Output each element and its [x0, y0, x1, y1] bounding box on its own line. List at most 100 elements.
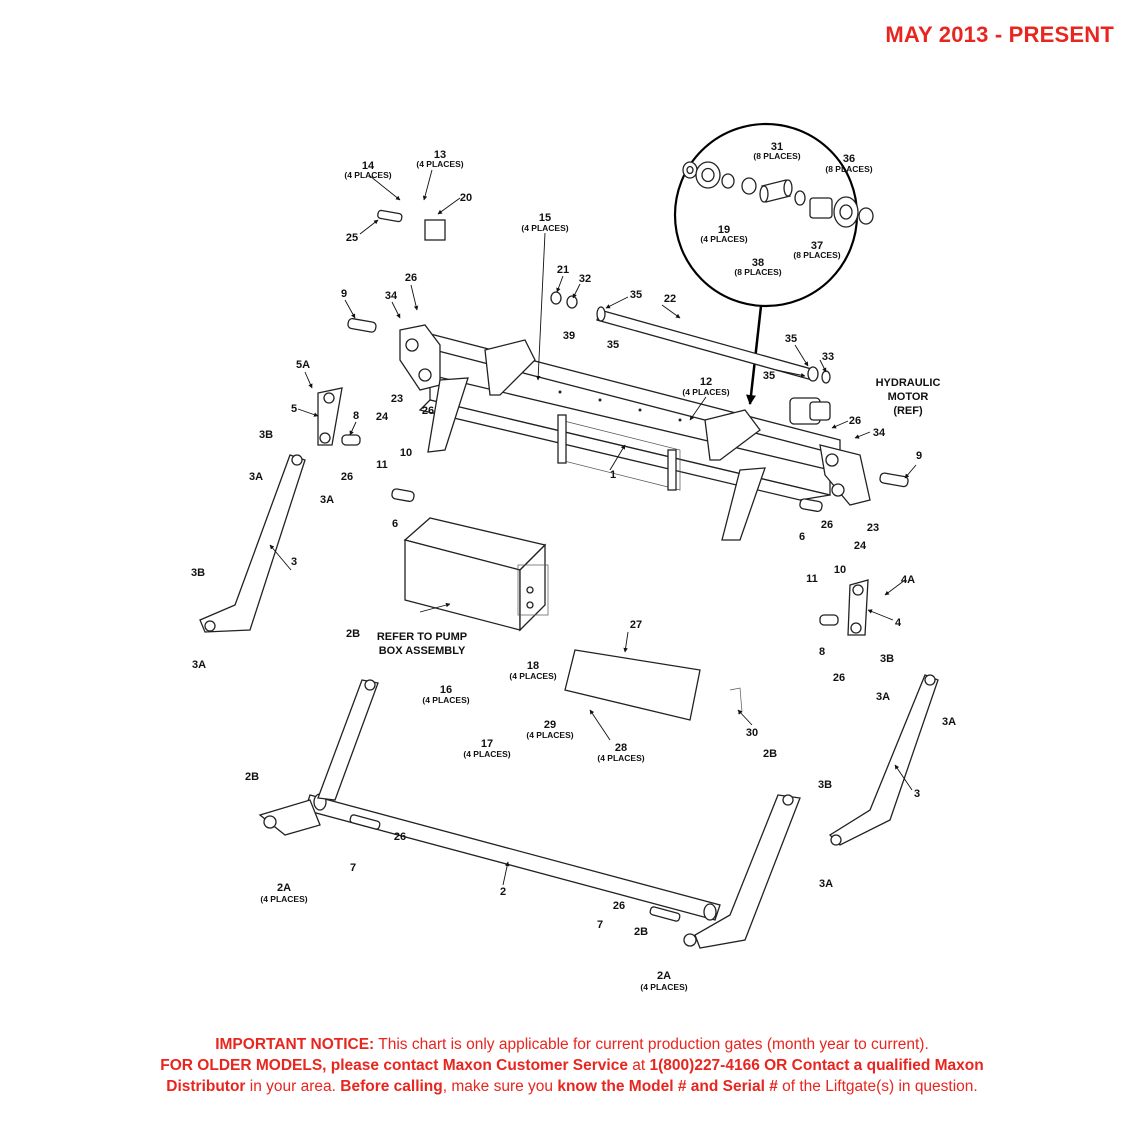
callout-9a: 9	[341, 288, 347, 300]
svg-text:11: 11	[806, 573, 818, 585]
svg-text:3A: 3A	[942, 716, 956, 728]
svg-text:29: 29	[544, 719, 556, 731]
arm-link-left	[199, 454, 306, 633]
callout-3Ad: 3A	[876, 691, 890, 703]
svg-text:17: 17	[481, 738, 493, 750]
callout-3Bb: 3B	[191, 567, 205, 579]
link-5	[317, 387, 343, 446]
callout-37: 37(8 PLACES)	[793, 240, 840, 260]
important-notice: IMPORTANT NOTICE: This chart is only app…	[0, 1034, 1144, 1097]
callout-11b: 11	[806, 573, 818, 585]
svg-text:26: 26	[821, 519, 833, 531]
callout-9b: 9	[916, 450, 922, 462]
callout-26g: 26	[394, 831, 406, 843]
callout-23a: 23	[391, 393, 403, 405]
notice-line-1: IMPORTANT NOTICE: This chart is only app…	[215, 1036, 929, 1053]
svg-text:27: 27	[630, 619, 642, 631]
callout-17: 17(4 PLACES)	[463, 738, 510, 759]
callout-2Ab: 2A(4 PLACES)	[640, 970, 687, 992]
svg-text:3B: 3B	[880, 653, 894, 665]
callout-3Bd: 3B	[818, 779, 832, 791]
callout-3Ab: 3A	[320, 494, 334, 506]
leader-lines	[269, 169, 917, 886]
svg-text:10: 10	[400, 447, 412, 459]
svg-text:34: 34	[873, 427, 886, 439]
svg-text:35: 35	[630, 289, 642, 301]
callout-25: 25	[346, 232, 358, 244]
callout-20: 20	[460, 192, 472, 204]
svg-text:38: 38	[752, 257, 764, 269]
svg-text:23: 23	[867, 522, 879, 534]
callout-3Aa: 3A	[249, 471, 263, 483]
callout-36: 36(8 PLACES)	[825, 153, 872, 174]
svg-text:35: 35	[763, 370, 775, 382]
callout-2Bc: 2B	[245, 771, 259, 783]
svg-text:2B: 2B	[634, 926, 648, 938]
svg-text:39: 39	[563, 330, 575, 342]
arm-link-right	[828, 674, 939, 846]
svg-text:23: 23	[391, 393, 403, 405]
callout-26f: 26	[833, 672, 845, 684]
svg-text:(4 PLACES): (4 PLACES)	[416, 159, 463, 169]
svg-text:26: 26	[405, 272, 417, 284]
callout-8a: 8	[353, 410, 359, 422]
callout-31: 31(8 PLACES)	[753, 141, 800, 161]
svg-text:21: 21	[557, 264, 569, 276]
callout-26b: 26	[422, 405, 434, 417]
callout-35b: 35	[607, 339, 619, 351]
lower-frame-2	[258, 679, 801, 949]
callout-2Bd: 2B	[634, 926, 648, 938]
svg-text:24: 24	[854, 540, 867, 552]
svg-text:26: 26	[394, 831, 406, 843]
callout-32: 32	[579, 273, 591, 285]
svg-text:(8 PLACES): (8 PLACES)	[825, 164, 872, 174]
svg-text:3A: 3A	[320, 494, 334, 506]
svg-text:3B: 3B	[259, 429, 273, 441]
svg-text:24: 24	[376, 411, 389, 423]
svg-text:5: 5	[291, 403, 297, 415]
callout-3b: 3	[914, 788, 920, 800]
svg-text:3A: 3A	[819, 878, 833, 890]
svg-text:4: 4	[895, 617, 902, 629]
svg-text:2B: 2B	[245, 771, 259, 783]
callout-26c: 26	[341, 471, 353, 483]
svg-text:4A: 4A	[901, 574, 915, 586]
pump-box-label: REFER TO PUMP BOX ASSEMBLY	[377, 631, 467, 657]
svg-text:26: 26	[422, 405, 434, 417]
svg-text:(4 PLACES): (4 PLACES)	[700, 234, 747, 244]
svg-text:3: 3	[291, 556, 297, 568]
notice-line-3: Distributor in your area. Before calling…	[166, 1078, 978, 1095]
callout-3Ba: 3B	[259, 429, 273, 441]
callout-24b: 24	[854, 540, 867, 552]
callout-22: 22	[664, 293, 676, 305]
callout-2Ba: 2B	[346, 628, 360, 640]
callout-3Ac: 3A	[192, 659, 206, 671]
svg-text:(4 PLACES): (4 PLACES)	[597, 753, 644, 763]
svg-text:26: 26	[849, 415, 861, 427]
callout-4: 4	[895, 617, 902, 629]
svg-text:20: 20	[460, 192, 472, 204]
callout-19: 19(4 PLACES)	[700, 224, 747, 244]
callout-29: 29(4 PLACES)	[526, 719, 573, 740]
callout-26d: 26	[849, 415, 861, 427]
callout-35c: 35	[785, 333, 797, 345]
callout-26h: 26	[613, 900, 625, 912]
svg-text:(REF): (REF)	[893, 405, 923, 417]
date-range-banner: MAY 2013 - PRESENT	[885, 22, 1114, 47]
callout-2Bb: 2B	[763, 748, 777, 760]
svg-text:28: 28	[615, 742, 627, 754]
svg-text:37: 37	[811, 240, 823, 252]
callout-7a: 7	[350, 862, 356, 874]
callout-5A: 5A	[296, 359, 310, 371]
shaft-22	[550, 291, 831, 384]
svg-text:(4 PLACES): (4 PLACES)	[526, 730, 573, 740]
svg-text:3B: 3B	[191, 567, 205, 579]
svg-text:2B: 2B	[763, 748, 777, 760]
loose-pins	[341, 209, 909, 922]
svg-text:3: 3	[914, 788, 920, 800]
callout-3a: 3	[291, 556, 297, 568]
callout-35a: 35	[630, 289, 642, 301]
hydraulic-motor	[789, 397, 831, 425]
callout-6a: 6	[392, 518, 398, 530]
